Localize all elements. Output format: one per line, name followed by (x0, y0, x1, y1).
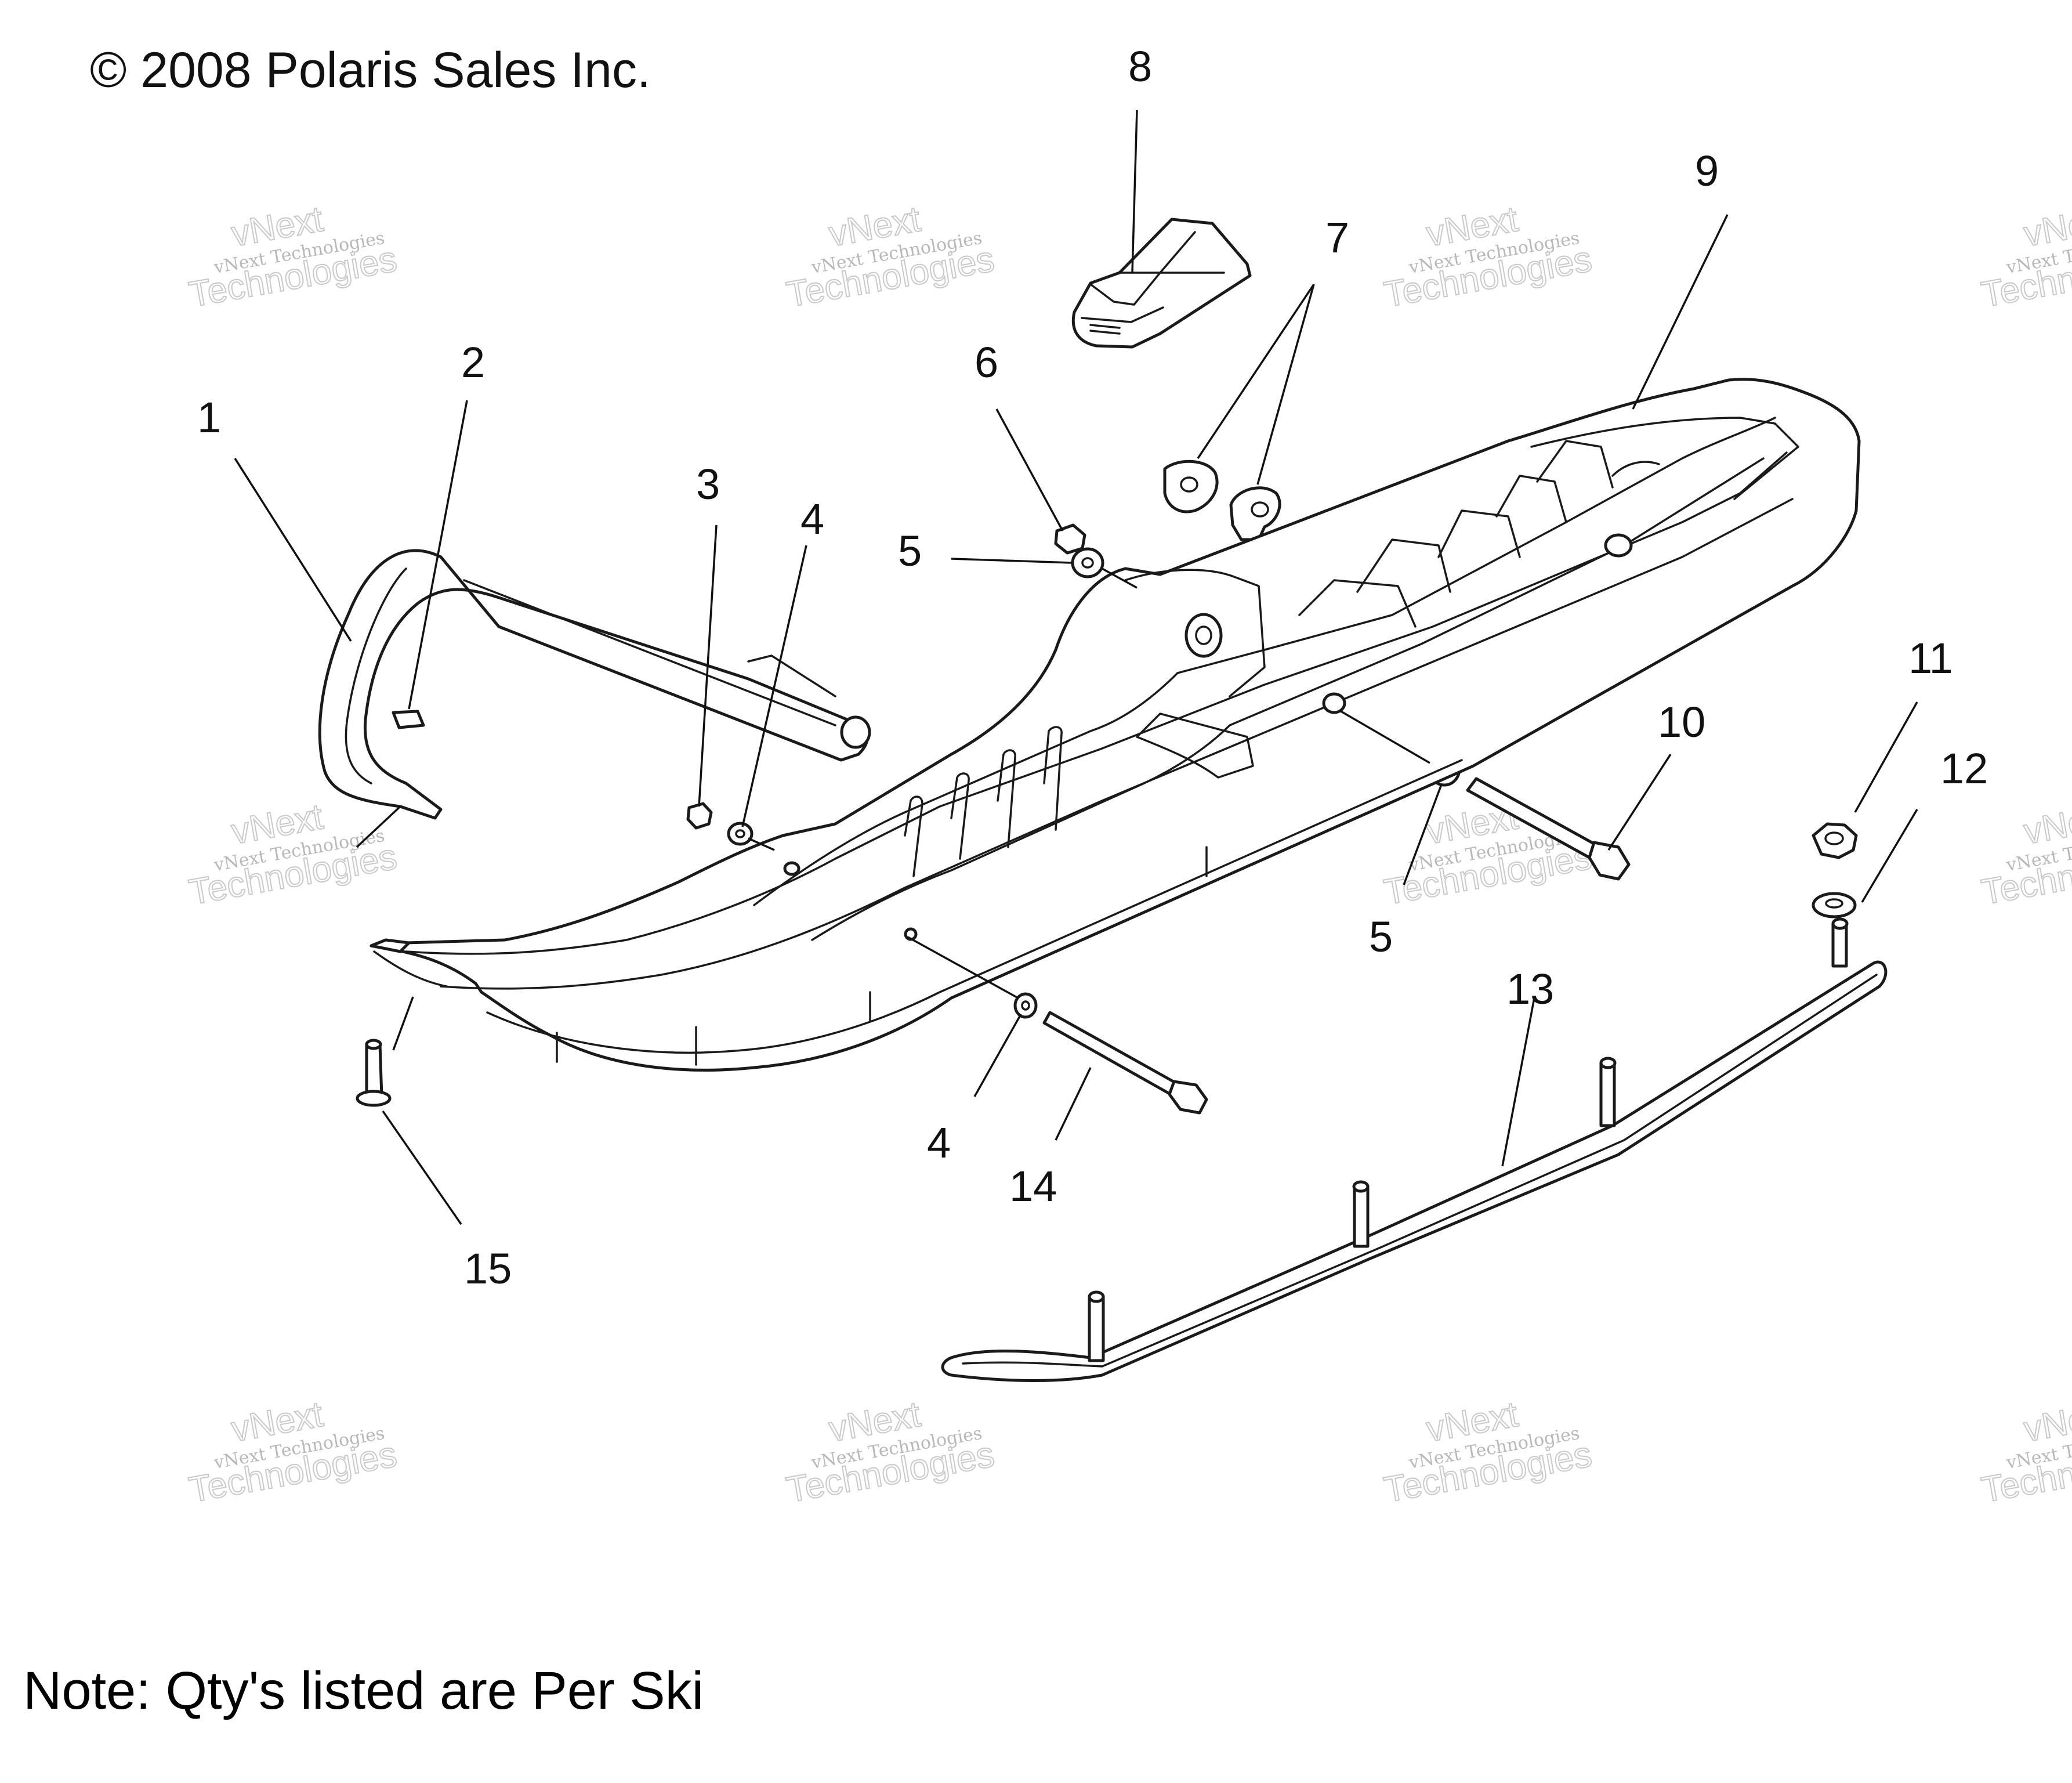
part-12-washer[interactable] (1812, 892, 1857, 918)
part-7-bushing-b[interactable] (1229, 486, 1281, 541)
callout-11: 11 (1908, 634, 1953, 682)
leader-5-lower-b (1339, 710, 1430, 764)
part-8-ski-pad[interactable] (1071, 218, 1252, 349)
part-9-ski[interactable] (370, 378, 1861, 1072)
leader-5-lower (1403, 784, 1443, 885)
watermark: vNext vNext Technologies Technologies (186, 1394, 400, 1511)
part-15-rivet[interactable] (356, 1039, 392, 1107)
leader-1 (234, 458, 352, 642)
watermark: vNext vNext Technologies Technologies (186, 198, 400, 316)
part-6-nut[interactable] (1054, 523, 1086, 555)
part-2-clip[interactable] (392, 710, 425, 729)
leader-10 (1607, 754, 1672, 851)
watermark: vNext vNext Technologies Technologies (1381, 1394, 1595, 1511)
callout-9: 9 (1695, 147, 1719, 195)
leader-2-lower (356, 805, 401, 848)
leader-4-upper (741, 545, 807, 827)
leader-5-upper (951, 558, 1073, 564)
callout-7: 7 (1325, 214, 1349, 262)
callout-13: 13 (1506, 965, 1554, 1013)
callout-2: 2 (461, 338, 485, 386)
watermark-big-top: vNext (2021, 1394, 2072, 1449)
callout-14: 14 (1009, 1162, 1057, 1210)
callout-6: 6 (975, 338, 998, 386)
leader-6 (995, 408, 1064, 531)
copyright-text: © 2008 Polaris Sales Inc. (90, 42, 651, 98)
callout-labels: 1 2 3 4 4 5 5 6 7 8 9 10 11 12 13 14 15 (197, 42, 1988, 1293)
leader-15-upper (392, 996, 414, 1051)
callout-1: 1 (197, 393, 221, 442)
leader-7a (1197, 284, 1315, 459)
leader-4-lower (973, 1014, 1022, 1097)
leader-11 (1854, 701, 1918, 813)
part-5-washer-upper[interactable] (1071, 547, 1104, 578)
leader-2-upper (408, 400, 468, 710)
watermark-big-top: vNext (2021, 797, 2072, 852)
watermark: vNext vNext Technologies Technologies (1978, 1394, 2072, 1511)
callout-15: 15 (464, 1245, 512, 1293)
leader-14 (1055, 1067, 1092, 1141)
part-4-washer-lower[interactable] (1013, 992, 1038, 1019)
watermark: vNext vNext Technologies Technologies (186, 796, 400, 913)
part-11-lock-nut[interactable] (1812, 822, 1858, 859)
callout-12: 12 (1940, 744, 1988, 793)
watermark: vNext vNext Technologies Technologies (1978, 796, 2072, 913)
part-14-bolt[interactable] (1042, 1011, 1208, 1115)
part-7-bushing-a[interactable] (1163, 460, 1219, 513)
leader-7b (1256, 284, 1315, 485)
leader-lines (234, 110, 1918, 1225)
callout-4-lower: 4 (927, 1119, 951, 1167)
leader-12 (1861, 809, 1918, 903)
part-1-ski-handle[interactable] (318, 549, 871, 820)
leader-4-lower-b (907, 936, 1019, 999)
watermark: vNext vNext Technologies Technologies (783, 198, 998, 316)
part-3-nut[interactable] (686, 802, 713, 830)
part-13-carbide-runner[interactable] (941, 917, 1888, 1382)
leader-9 (1632, 214, 1729, 410)
callout-10: 10 (1658, 698, 1705, 746)
watermark: vNext vNext Technologies Technologies (1381, 198, 1595, 316)
leader-5-upper-b (1102, 567, 1138, 589)
leader-13 (1501, 997, 1535, 1167)
watermark: vNext vNext Technologies Technologies (783, 1394, 998, 1511)
leader-3 (698, 525, 718, 807)
watermark-big-top: vNext (2021, 199, 2072, 254)
watermark: vNext vNext Technologies Technologies (1381, 796, 1595, 913)
callout-4-upper: 4 (800, 495, 824, 543)
callout-5-upper: 5 (898, 527, 922, 575)
callout-3: 3 (696, 460, 720, 508)
leader-15-lower (382, 1111, 462, 1225)
part-10-bolt[interactable] (1466, 777, 1631, 881)
callout-8: 8 (1128, 42, 1152, 91)
callout-5-lower: 5 (1369, 913, 1393, 961)
leader-8 (1131, 110, 1138, 273)
leader-4-upper-b (748, 837, 775, 851)
note-text: Note: Qty's listed are Per Ski (23, 1661, 704, 1720)
watermark: vNext vNext Technologies Technologies (1978, 198, 2072, 316)
part-4-washer-upper[interactable] (727, 822, 754, 846)
